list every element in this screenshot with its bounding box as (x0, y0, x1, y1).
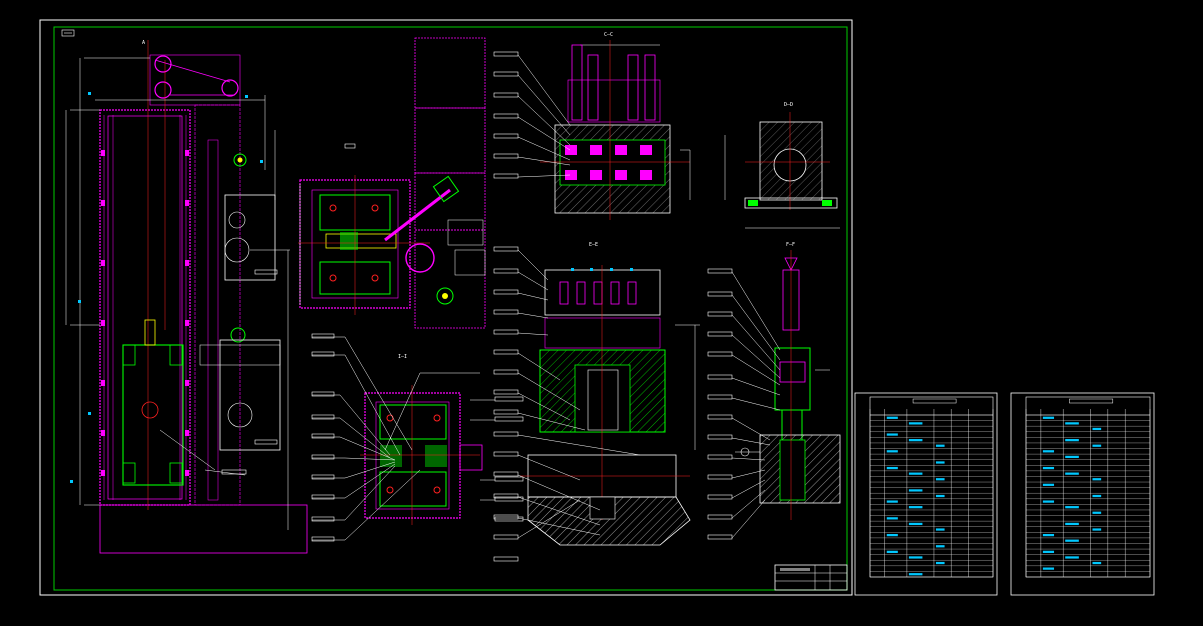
parts-list-cell-mark (935, 494, 945, 498)
parts-list-cell-mark (908, 506, 923, 509)
parts-list-cell-mark (908, 522, 923, 526)
parts-list-cell-mark (908, 556, 923, 559)
parts-list-cell-mark (1042, 567, 1055, 570)
parts-list-cell-mark (935, 444, 945, 447)
parts-list-cell-mark (886, 550, 898, 553)
parts-list-cell-mark (1065, 506, 1079, 509)
parts-list-cell-mark (1065, 439, 1079, 442)
parts-list-cell-mark (908, 489, 923, 492)
parts-list-cell-mark (1042, 483, 1055, 486)
parts-list-cell-mark (1065, 556, 1079, 559)
parts-list-cell-mark (908, 422, 923, 425)
parts-list-cell-mark (1065, 472, 1079, 475)
parts-list-cell-mark (908, 472, 923, 475)
section-view-f (707, 250, 841, 540)
parts-list-cell-mark (1042, 533, 1055, 537)
parts-list-cell-mark (935, 545, 945, 548)
parts-list-cell-mark (1042, 500, 1055, 503)
plan-view-bottom (311, 333, 524, 542)
view-label-section: I—I (398, 354, 407, 360)
parts-list-cell-mark (1065, 455, 1079, 459)
parts-list-cell-mark (1042, 416, 1055, 419)
parts-list-cell-mark (935, 561, 945, 565)
view-label-e: E–E (589, 242, 598, 248)
parts-list-cell-mark (935, 528, 945, 531)
parts-list-title-box (1069, 398, 1114, 404)
section-view-d (724, 112, 840, 229)
parts-list-cell-mark (1092, 494, 1102, 498)
parts-list-cell-mark (1065, 539, 1079, 542)
section-view-e (493, 246, 700, 562)
parts-list-cell-mark (886, 500, 898, 503)
parts-list-cell-mark (886, 416, 898, 419)
view-label-d: D–D (784, 102, 793, 108)
sheet-frame (39, 19, 853, 596)
parts-list-cell-mark (935, 478, 945, 481)
parts-list-cell-mark (1042, 550, 1055, 553)
title-block (774, 564, 848, 591)
view-label-a: A (142, 40, 145, 46)
parts-list-cell-mark (886, 517, 898, 520)
parts-list-cell-mark (908, 573, 923, 576)
parts-list-cell-mark (1092, 444, 1102, 447)
parts-list-cell-mark (1092, 478, 1102, 481)
parts-list-cell-mark (886, 433, 898, 436)
parts-list-sheet-2 (1010, 392, 1155, 596)
parts-list-cell-mark (1092, 561, 1102, 565)
parts-list-cell-mark (886, 466, 898, 470)
parts-list-cell-mark (1065, 422, 1079, 425)
plan-view-top (298, 37, 486, 329)
parts-list-cell-mark (908, 439, 923, 442)
parts-list-cell-mark (1065, 522, 1079, 526)
parts-list-cell-mark (1092, 528, 1102, 531)
view-label-f: F–F (786, 242, 795, 248)
parts-list-cell-mark (1092, 511, 1102, 514)
parts-list-cell-mark (1042, 466, 1055, 470)
parts-list-cell-mark (1042, 450, 1055, 453)
parts-list-sheet-1 (854, 392, 998, 596)
parts-list-cell-mark (1092, 427, 1102, 431)
parts-list-cell-mark (886, 450, 898, 453)
section-view-c (493, 40, 691, 220)
parts-list-cell-mark (935, 461, 945, 464)
parts-list-cell-mark (886, 533, 898, 537)
hoist-elevation-view (65, 40, 308, 554)
parts-list-title-box (912, 398, 957, 404)
view-label-c: C–C (604, 32, 613, 38)
